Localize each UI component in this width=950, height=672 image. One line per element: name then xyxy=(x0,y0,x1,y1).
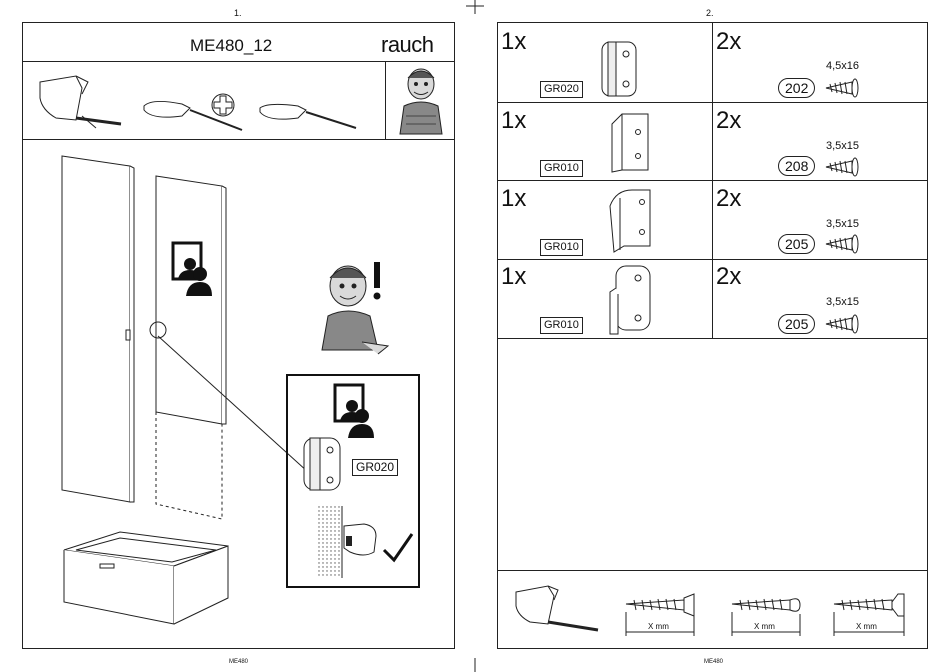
phillips-icon xyxy=(210,92,236,118)
handle-gr020-icon xyxy=(600,40,640,100)
screw-size: 3,5x15 xyxy=(826,140,859,152)
screw-icon xyxy=(822,312,862,336)
divider xyxy=(497,180,928,181)
divider xyxy=(22,139,455,140)
screw-icon xyxy=(822,76,862,100)
part-code-label: GR010 xyxy=(540,317,583,334)
screw-icon xyxy=(822,155,862,179)
screw-qty: 2x xyxy=(716,28,741,56)
part-qty: 1x xyxy=(501,107,526,135)
page-title: ME480_12 xyxy=(190,36,272,56)
screw-size: 4,5x16 xyxy=(826,60,859,72)
divider xyxy=(385,61,386,139)
divider xyxy=(22,61,455,62)
screw-qty: 2x xyxy=(716,107,741,135)
screw-id-badge: 205 xyxy=(778,314,815,334)
divider xyxy=(497,102,928,103)
part-code-label: GR020 xyxy=(540,81,583,98)
handle-gr010-icon xyxy=(608,110,658,176)
screw-id-badge: 205 xyxy=(778,234,815,254)
mascot-icon xyxy=(396,64,446,136)
flat-screwdriver-icon xyxy=(258,100,368,140)
screw-qty: 2x xyxy=(716,185,741,213)
screw-length-diagram xyxy=(728,590,808,640)
screw-size: 3,5x15 xyxy=(826,296,859,308)
footer-left: ME480 xyxy=(229,659,248,665)
drawer-icon xyxy=(60,528,240,638)
divider xyxy=(497,338,928,339)
length-label: X mm xyxy=(754,622,775,631)
mascot-icon xyxy=(318,258,398,358)
brand-logo: rauch xyxy=(381,32,434,58)
screw-size: 3,5x15 xyxy=(826,218,859,230)
divider xyxy=(497,259,928,260)
length-label: X mm xyxy=(856,622,877,631)
checkmark-icon xyxy=(382,532,414,564)
screw-qty: 2x xyxy=(716,263,741,291)
handle-gr010-icon xyxy=(608,264,658,336)
page-number-left: 1. xyxy=(234,8,242,18)
screw-length-diagram xyxy=(830,590,910,640)
length-label: X mm xyxy=(648,622,669,631)
screw-id-badge: 202 xyxy=(778,78,815,98)
part-code-label: GR010 xyxy=(540,160,583,177)
part-qty: 1x xyxy=(501,263,526,291)
page-number-right: 2. xyxy=(706,8,714,18)
screw-id-badge: 208 xyxy=(778,156,815,176)
mirror-person-icon xyxy=(334,384,374,440)
tool-holder-icon xyxy=(512,578,602,638)
part-code-label: GR020 xyxy=(352,459,398,476)
door-panel xyxy=(60,154,140,504)
part-qty: 1x xyxy=(501,28,526,56)
handle-gr020-icon xyxy=(302,436,348,496)
handle-gr010-icon xyxy=(606,188,656,254)
wall-hand-icon xyxy=(314,502,384,582)
mirror-person-icon xyxy=(172,242,212,298)
tool-holder-icon xyxy=(36,68,136,138)
footer-right: ME480 xyxy=(704,659,723,665)
part-qty: 1x xyxy=(501,185,526,213)
screw-icon xyxy=(822,232,862,256)
divider xyxy=(497,570,928,571)
part-code-label: GR010 xyxy=(540,239,583,256)
screw-length-diagram xyxy=(622,590,702,640)
